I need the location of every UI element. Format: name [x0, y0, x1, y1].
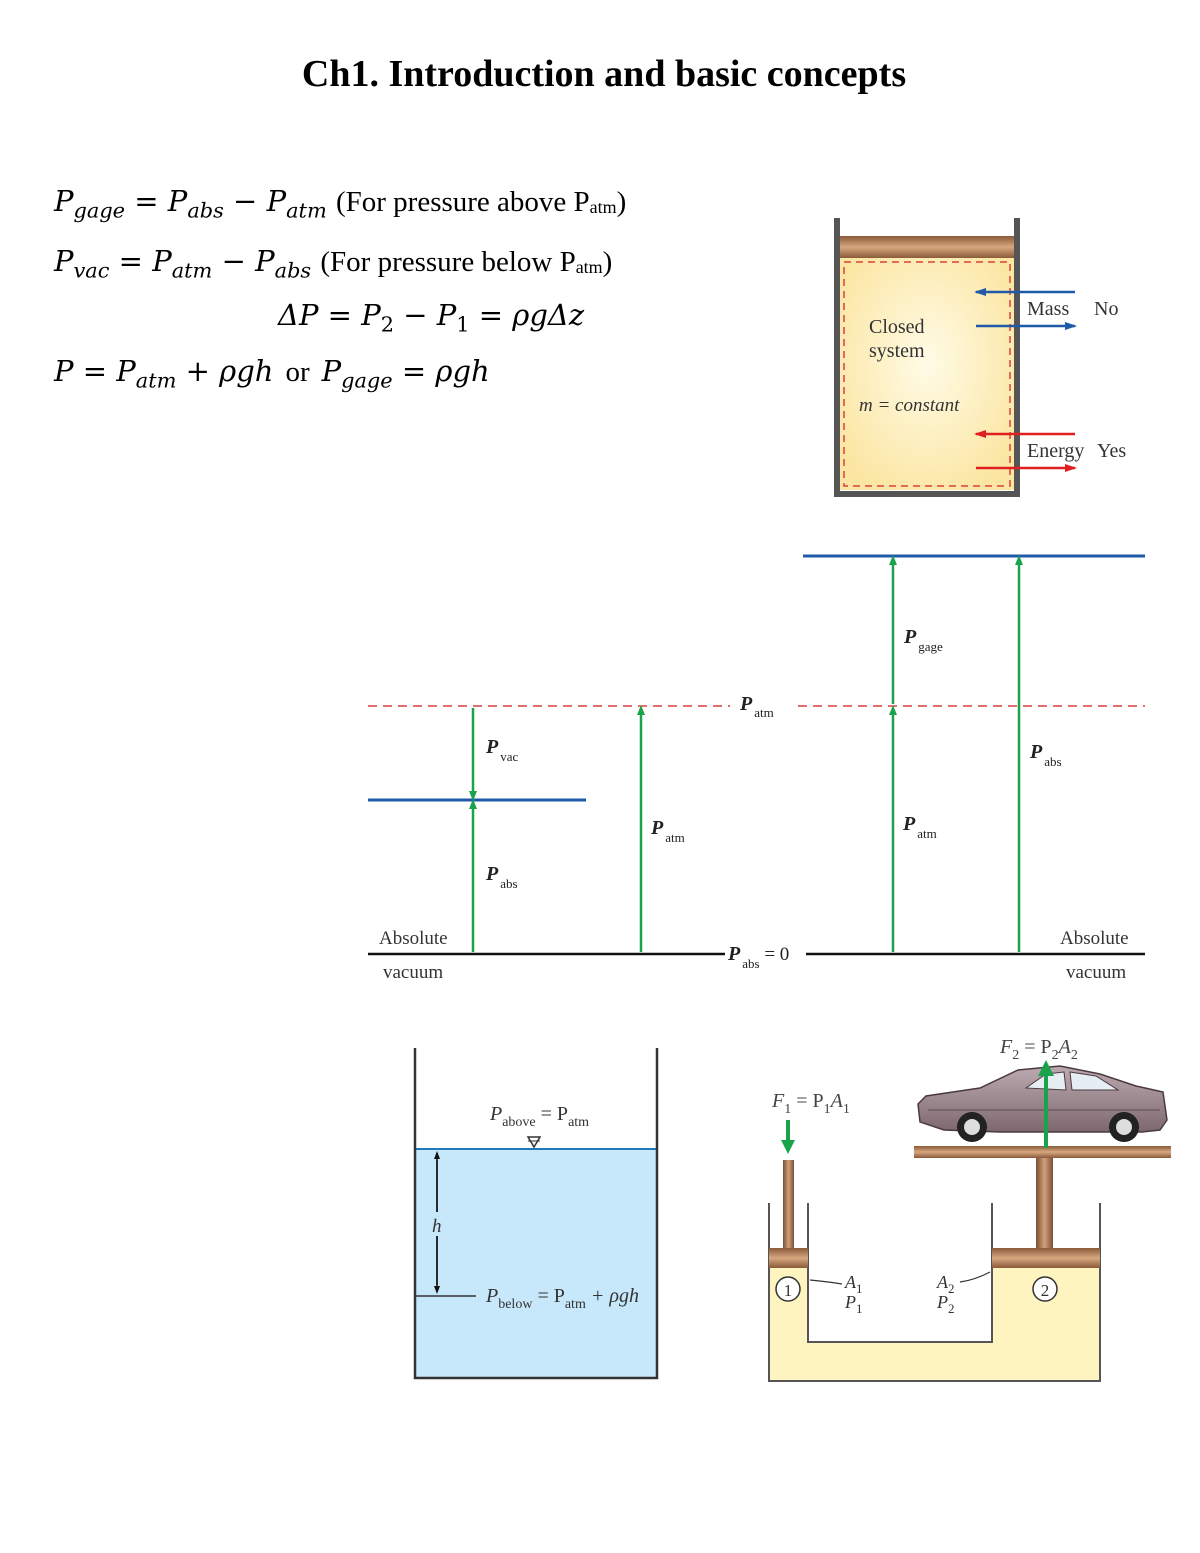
a2-label: A2	[936, 1272, 955, 1296]
energy-answer: Yes	[1097, 440, 1126, 462]
page-title: Ch1. Introduction and basic concepts	[301, 53, 907, 95]
equation-gage-pressure: Pgage = Pabs − Patm (For pressure above …	[54, 184, 627, 223]
closed-label-1: Closed	[869, 316, 925, 338]
container-wall	[834, 218, 1020, 497]
system-interior	[840, 258, 1014, 490]
point-1-label: 1	[784, 1281, 793, 1300]
h-label: h	[432, 1216, 442, 1237]
small-piston	[769, 1248, 808, 1268]
absolute-label-right: Absolute	[1060, 928, 1129, 949]
piston	[840, 236, 1014, 258]
f1-label: F1 = P1A1	[771, 1090, 850, 1117]
water	[415, 1149, 657, 1378]
point-2-marker	[1032, 1276, 1058, 1302]
vacuum-label-left: vacuum	[383, 962, 443, 983]
mass-row-label: Mass	[1027, 298, 1069, 320]
closed-system-figure: Closed system m = constant Mass No Energ…	[834, 218, 1126, 497]
p1-label: P1	[844, 1292, 863, 1316]
equation-pressure-difference: ΔP = P2 − P1 = ρgΔz	[278, 298, 585, 337]
point-2-label: 2	[1041, 1281, 1050, 1300]
large-piston	[992, 1248, 1100, 1268]
hydraulic-lift-figure: F2 = P2A2 F1 = P1A1 1 2 A1 P1 A2 P2	[768, 1036, 1171, 1382]
water-tank-figure: h Pabove = Patm Pbelow = Patm + ρgh	[413, 1048, 659, 1380]
inner-wall	[807, 1203, 993, 1343]
equation-vacuum-pressure: Pvac = Patm − Pabs (For pressure below P…	[54, 244, 613, 283]
system-boundary	[843, 261, 1011, 487]
lift-platform	[914, 1146, 1171, 1158]
p-above-label: Pabove = Patm	[489, 1103, 589, 1130]
p-below-label: Pbelow = Patm + ρgh	[485, 1285, 639, 1312]
energy-row-label: Energy	[1027, 440, 1084, 462]
p2-label: P2	[936, 1292, 955, 1316]
hydraulic-fluid	[769, 1268, 1100, 1381]
a1-label: A1	[844, 1272, 863, 1296]
mass-constant-label: m = constant	[859, 395, 960, 416]
closed-label-2: system	[869, 340, 925, 362]
mass-answer: No	[1094, 298, 1118, 320]
absolute-label-left: Absolute	[379, 928, 448, 949]
f2-label: F2 = P2A2	[999, 1036, 1078, 1063]
car-image	[917, 1065, 1168, 1142]
small-piston-rod	[783, 1160, 794, 1248]
point-1-marker	[775, 1276, 801, 1302]
tank-wall	[413, 1048, 659, 1380]
vacuum-label-right: vacuum	[1066, 962, 1126, 983]
outer-wall	[768, 1203, 1101, 1382]
large-piston-rod	[1036, 1157, 1053, 1248]
free-surface-icon	[526, 1136, 542, 1149]
